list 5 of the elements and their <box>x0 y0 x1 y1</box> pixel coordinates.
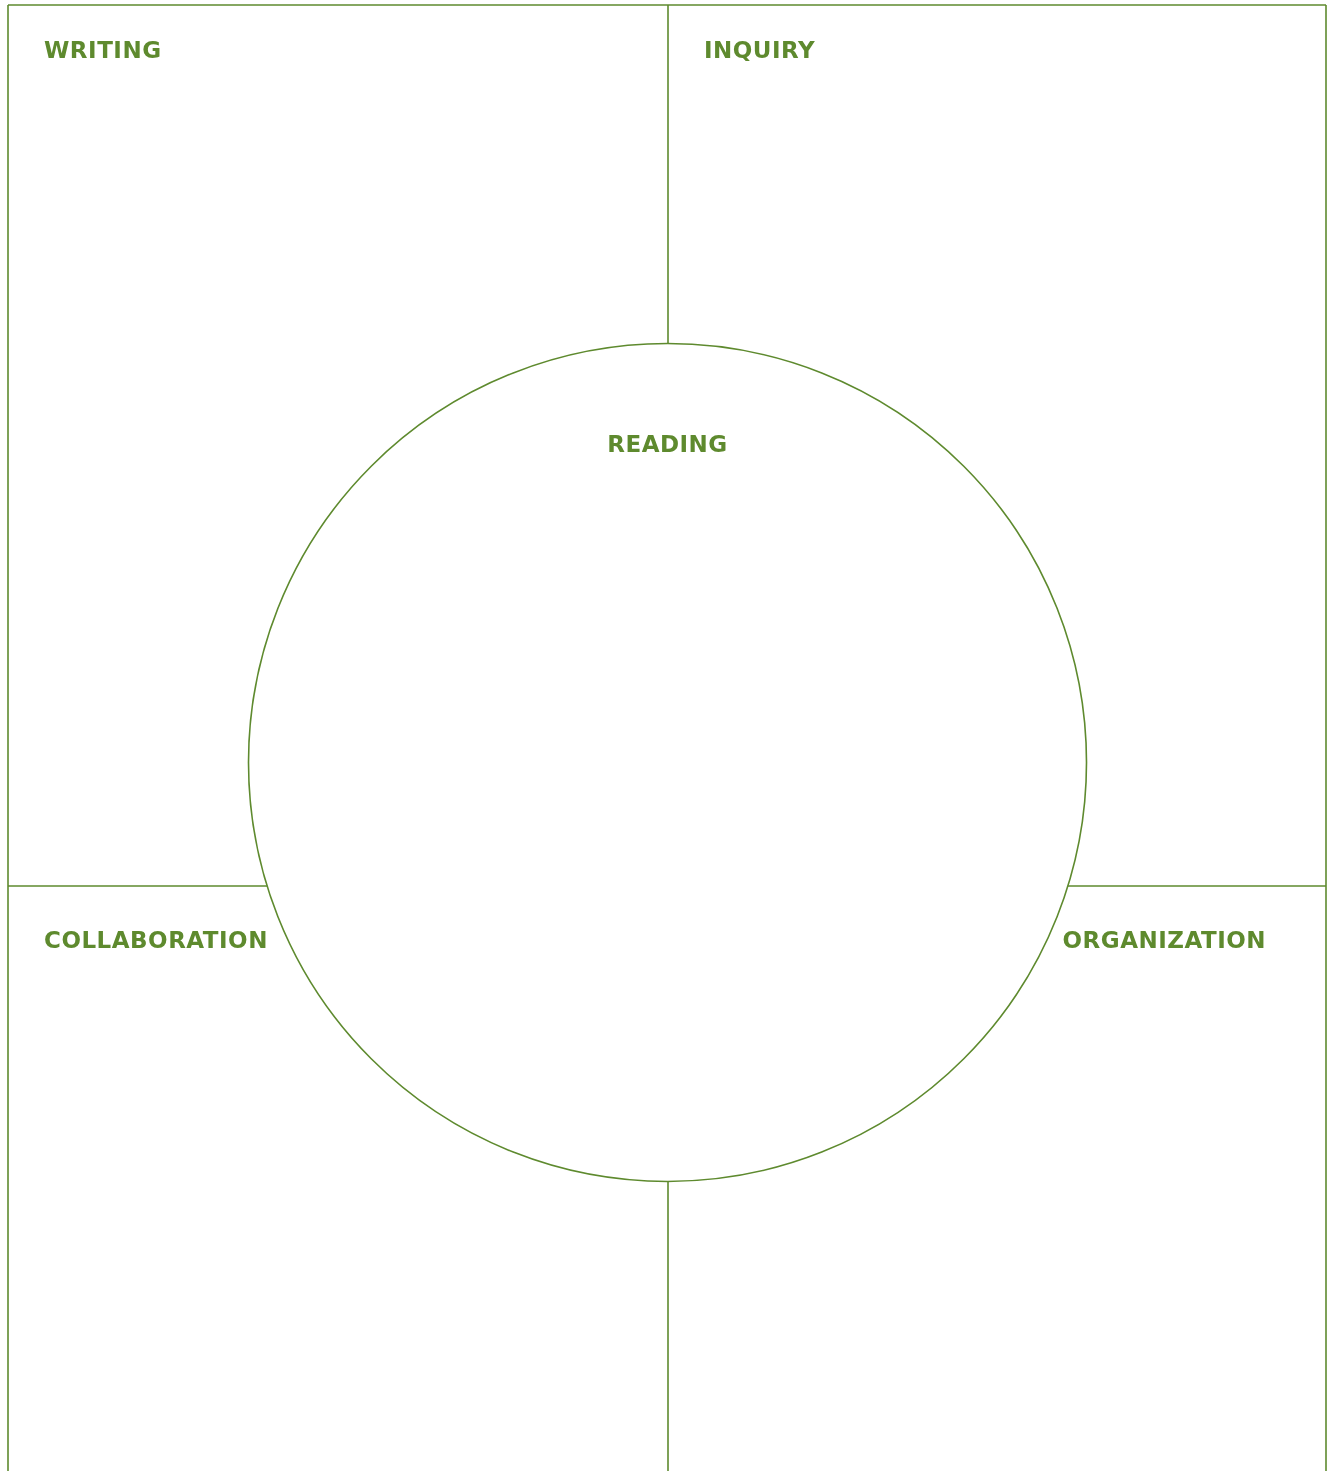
section-heading: READING <box>607 430 728 458</box>
section-heading: ORGANIZATION <box>1062 926 1266 954</box>
section-heading: WRITING <box>44 36 162 64</box>
section-heading: INQUIRY <box>704 36 816 64</box>
section-heading: COLLABORATION <box>44 926 268 954</box>
